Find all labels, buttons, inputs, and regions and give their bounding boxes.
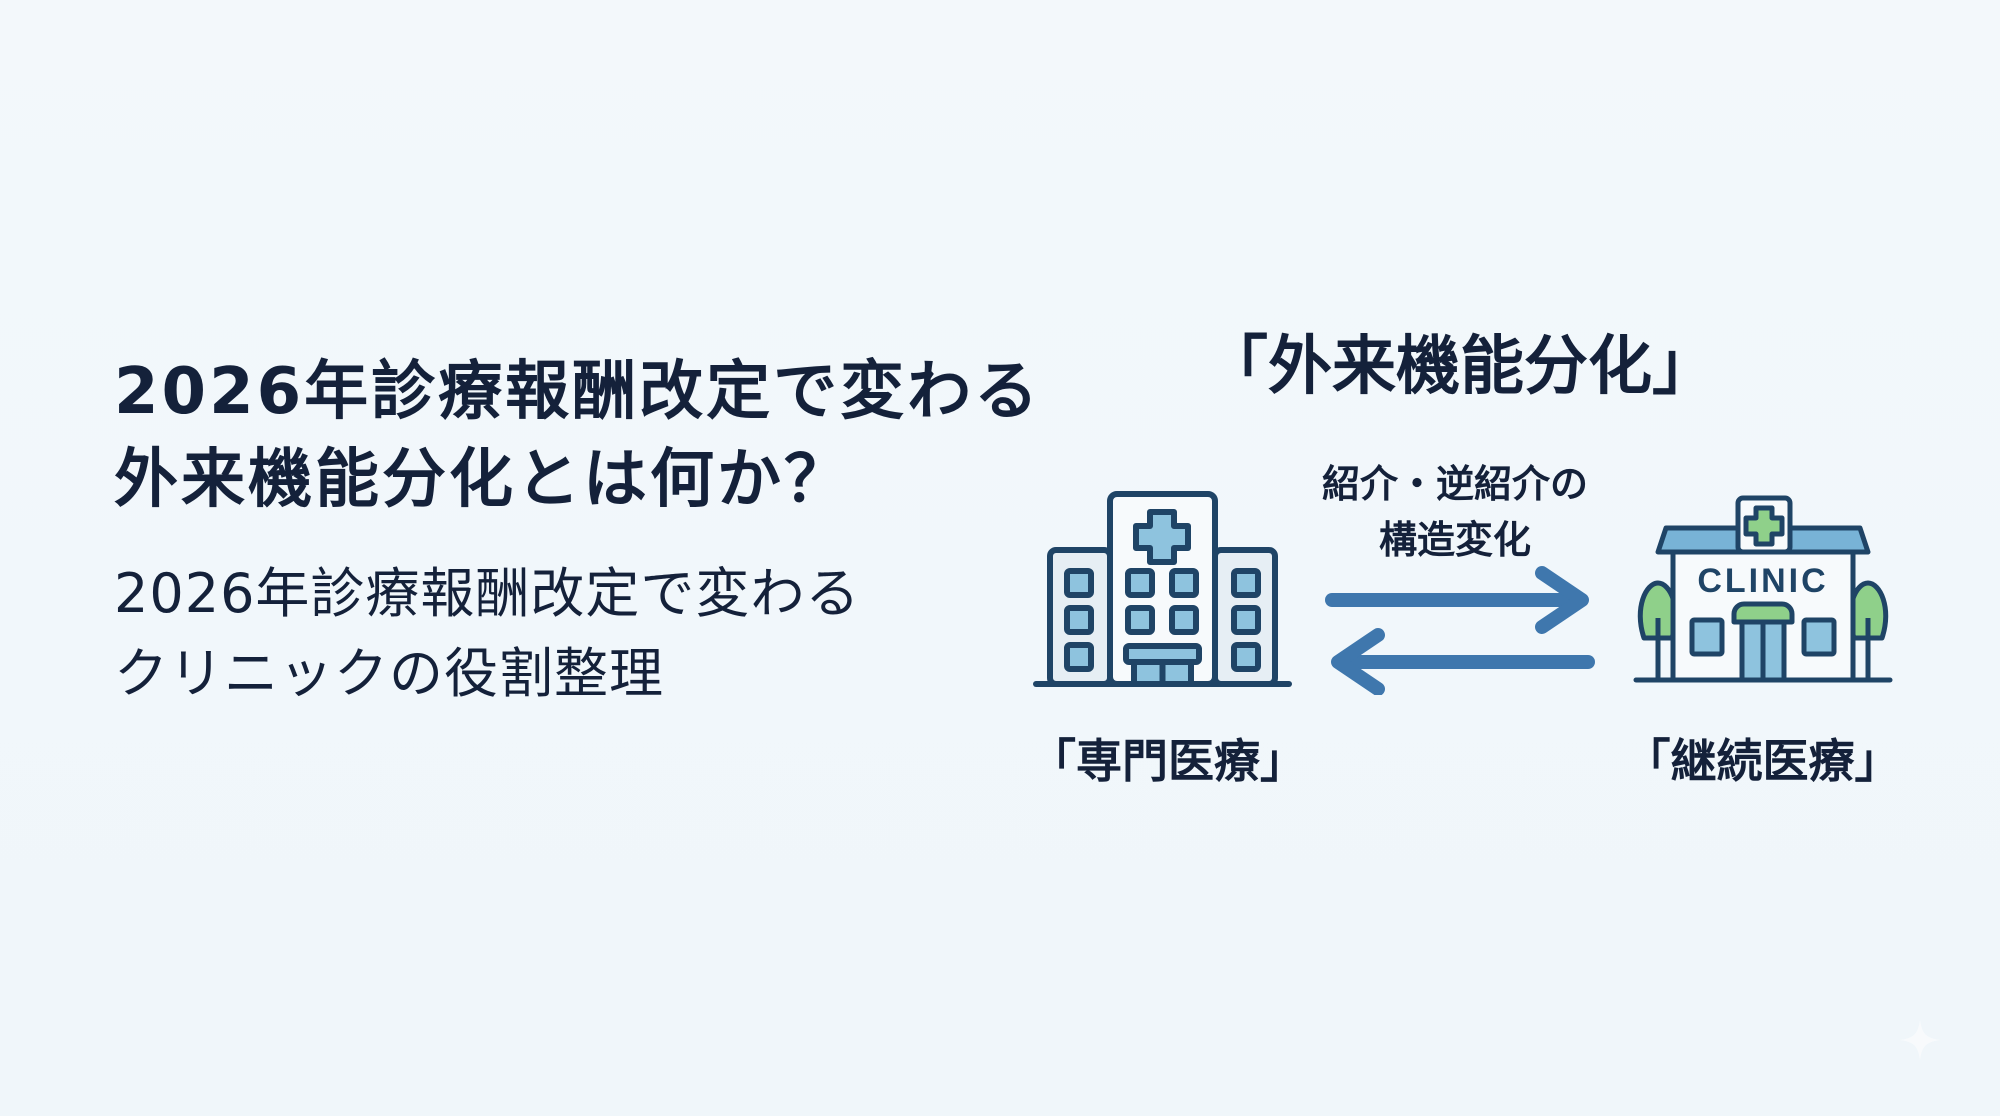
subtitle-line-1: 2026年診療報酬改定で変わる [114, 562, 861, 625]
subtitle-line-2: クリニックの役割整理 [114, 642, 664, 705]
subtitle: 2026年診療報酬改定で変わる クリニックの役割整理 [114, 554, 1041, 714]
main-title-line-1: 2026年診療報酬改定で変わる [114, 355, 1042, 429]
clinic-icon: CLINIC [1633, 495, 1893, 683]
flow-label: 紹介・逆紹介の 構造変化 [1290, 456, 1620, 568]
diagram-title: 「外来機能分化」 [1204, 330, 1716, 404]
sparkle-icon [1900, 1020, 1940, 1060]
hospital-icon [1033, 491, 1292, 687]
clinic-sign-text: CLINIC [1697, 562, 1828, 600]
main-title-line-2: 外来機能分化とは何か？ [114, 443, 851, 517]
specialist-care-label: 「専門医療」 [1030, 734, 1306, 788]
arrow-left-icon [1331, 628, 1595, 695]
flow-label-line-1: 紹介・逆紹介の [1321, 462, 1588, 506]
arrow-right-icon [1325, 566, 1589, 634]
title-block: 2026年診療報酬改定で変わる 外来機能分化とは何か？ 2026年診療報酬改定で… [114, 348, 1041, 714]
main-title: 2026年診療報酬改定で変わる 外来機能分化とは何か？ [114, 348, 1041, 524]
continuing-care-label: 「継続医療」 [1624, 734, 1901, 788]
referral-arrows [1325, 566, 1595, 695]
flow-label-line-2: 構造変化 [1378, 518, 1531, 562]
